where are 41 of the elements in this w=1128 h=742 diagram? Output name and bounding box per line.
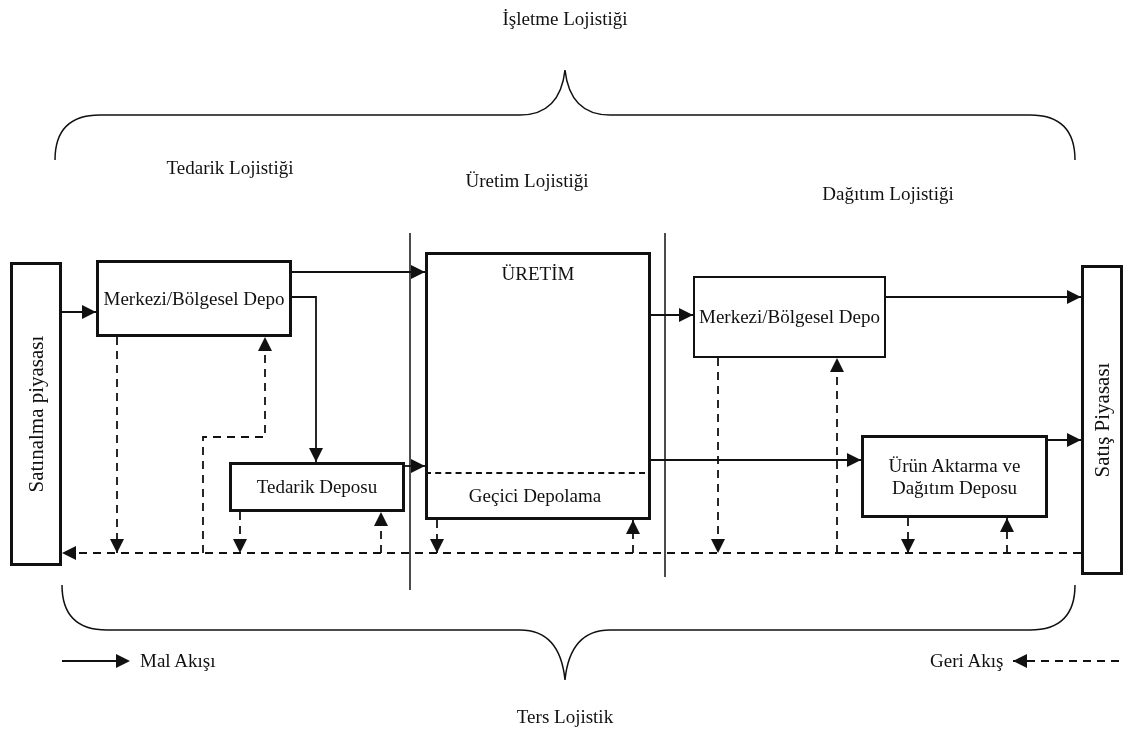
arrow xyxy=(1047,433,1082,447)
node-label: Satış Piyasası xyxy=(1089,362,1115,478)
arrow xyxy=(202,336,272,554)
arrow xyxy=(711,357,725,554)
arrow xyxy=(61,305,97,319)
arrow xyxy=(650,453,862,467)
market-box xyxy=(10,262,62,566)
arrow xyxy=(1000,517,1014,554)
section-label: Üretim Lojistiği xyxy=(465,170,589,192)
arrow xyxy=(291,296,323,463)
legend-label: Mal Akışı xyxy=(140,650,216,672)
section-label: İşletme Lojistiği xyxy=(502,8,628,30)
section-label: Tedarik Lojistiği xyxy=(166,157,294,179)
process-box xyxy=(425,252,651,520)
arrow xyxy=(110,336,124,554)
arrow xyxy=(430,519,444,554)
node-label: Satınalma piyasası xyxy=(23,335,49,493)
process-box xyxy=(861,435,1048,518)
node-label: Geçici Depolama xyxy=(468,484,602,507)
node-label: Merkezi/Bölgesel Depo xyxy=(699,306,880,328)
section-label: Dağıtım Lojistiği xyxy=(822,183,954,205)
arrow xyxy=(374,511,388,554)
node-label: Merkezi/Bölgesel Depo xyxy=(103,287,285,310)
arrow xyxy=(650,308,694,322)
arrow xyxy=(901,517,915,554)
arrow xyxy=(291,265,426,279)
node-label: Tedarik Deposu xyxy=(256,476,378,498)
arrow xyxy=(404,459,426,473)
arrow xyxy=(233,511,247,554)
node-label: Ürün Aktarma ve Dağıtım Deposu xyxy=(887,454,1022,499)
arrow xyxy=(830,357,844,554)
arrow xyxy=(626,519,640,554)
node-label: ÜRETİM xyxy=(501,263,575,285)
process-box xyxy=(229,462,405,512)
market-box xyxy=(1081,265,1123,575)
legend-label: Geri Akış xyxy=(930,650,1004,672)
arrow xyxy=(885,290,1082,304)
process-box xyxy=(693,276,886,358)
process-box xyxy=(96,260,292,337)
section-label: Ters Lojistik xyxy=(516,706,614,728)
arrow xyxy=(61,546,1082,560)
